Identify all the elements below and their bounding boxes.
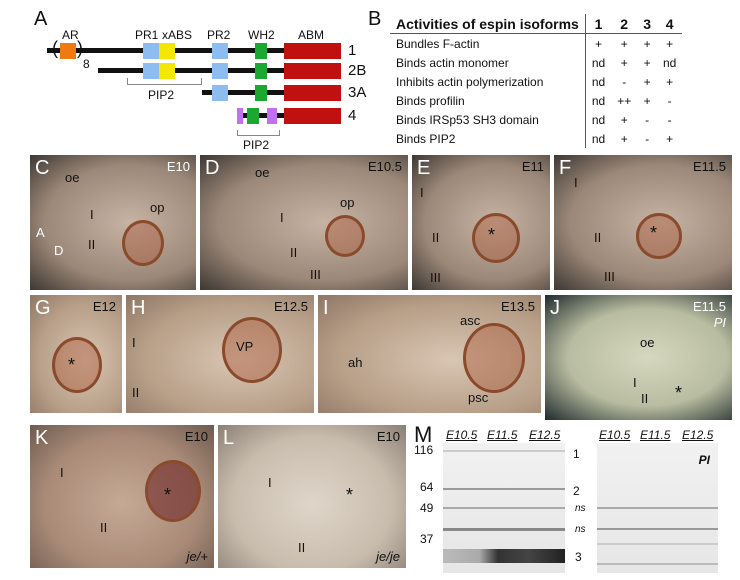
panel-label-m: M	[414, 422, 433, 447]
isoform-3a-label: 3A	[348, 84, 367, 101]
lane-label: E12.5	[682, 428, 714, 442]
marker-64: 64	[420, 480, 434, 494]
domain-xabs: xABS	[162, 28, 193, 42]
pip2-label-b: PIP2	[243, 138, 270, 152]
marker-116: 116	[414, 443, 434, 457]
repeat-count: 8	[83, 57, 90, 71]
paren-close: )	[77, 38, 83, 58]
paren-open: (	[52, 38, 58, 58]
panel-label-a: A	[34, 8, 48, 30]
pip2-label-a: PIP2	[148, 88, 175, 102]
lane-label: E11.5	[640, 428, 671, 442]
pi-label: PI	[698, 453, 710, 467]
marker-49: 49	[420, 501, 434, 515]
marker-37: 37	[420, 532, 434, 546]
band-3-label: 3	[575, 550, 582, 564]
table-row: Bundles F-actin++++	[390, 33, 682, 53]
domain-pr1: PR1	[135, 28, 159, 42]
isoform-4-line	[240, 113, 288, 118]
isoform-4-label: 4	[348, 107, 357, 124]
band-2-label: 2	[573, 484, 580, 498]
domain-pr2: PR2	[207, 28, 231, 42]
domain-abm: ABM	[298, 28, 325, 42]
gel-blot-preimmune: PI	[597, 443, 718, 573]
isoform-3a-line	[202, 90, 288, 95]
domain-ar: AR	[62, 28, 79, 42]
panel-label-b: B	[368, 8, 382, 30]
lane-label: E10.5	[446, 428, 478, 442]
isoform-1-label: 1	[348, 42, 357, 59]
lane-label: E12.5	[529, 428, 561, 442]
band-ns-label: ns	[575, 503, 586, 514]
gel-blot	[443, 443, 565, 573]
isoform-2b-line	[98, 68, 288, 73]
lane-label: E10.5	[599, 428, 631, 442]
ar-box	[60, 43, 76, 59]
band-ns-label: ns	[575, 524, 586, 535]
lane-label: E11.5	[487, 428, 518, 442]
domain-wh2: WH2	[248, 28, 275, 42]
band-1-label: 1	[573, 447, 580, 461]
isoform-2b-label: 2B	[348, 62, 367, 79]
